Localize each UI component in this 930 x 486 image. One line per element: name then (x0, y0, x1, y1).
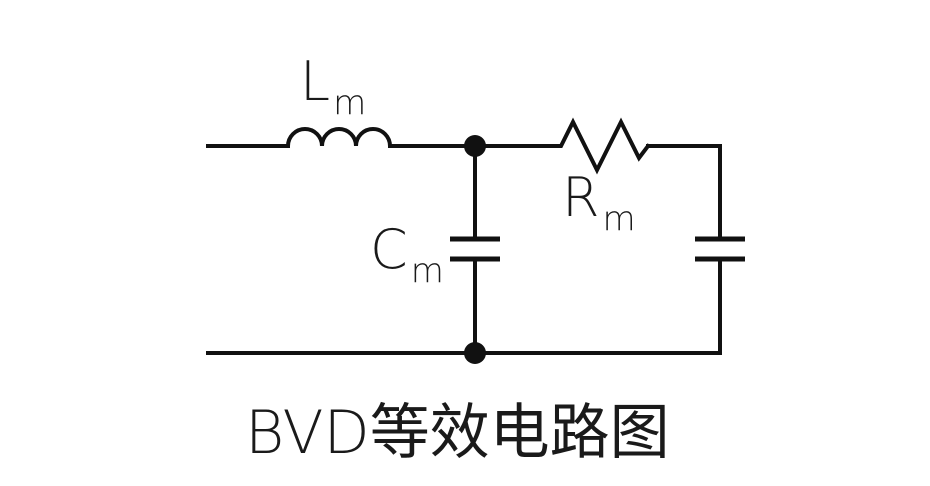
figure-caption: BVD等效电路图 (245, 398, 670, 468)
resistor-rm-label-main: R (562, 166, 600, 229)
inductor-lm-symbol (286, 127, 392, 147)
inductor-coil-arc-3 (354, 127, 392, 147)
resistor-rm-symbol (550, 117, 651, 175)
resistor-rm-label: Rm (562, 166, 636, 239)
capacitor-cm-label-main: C (370, 218, 408, 281)
junction-dot-top (464, 135, 486, 157)
inductor-coil-arc-2 (320, 127, 358, 147)
inductor-lm-label-sub: m (333, 83, 366, 123)
capacitor-cm-label: Cm (370, 218, 444, 291)
resistor-rm-label-sub: m (603, 199, 636, 239)
inductor-lm-label: Lm (300, 50, 366, 123)
capacitor-cm-label-sub: m (411, 251, 444, 291)
junction-dot-bottom (464, 342, 486, 364)
inductor-coil-arc-1 (286, 127, 324, 147)
inductor-lm-label-main: L (300, 50, 330, 113)
